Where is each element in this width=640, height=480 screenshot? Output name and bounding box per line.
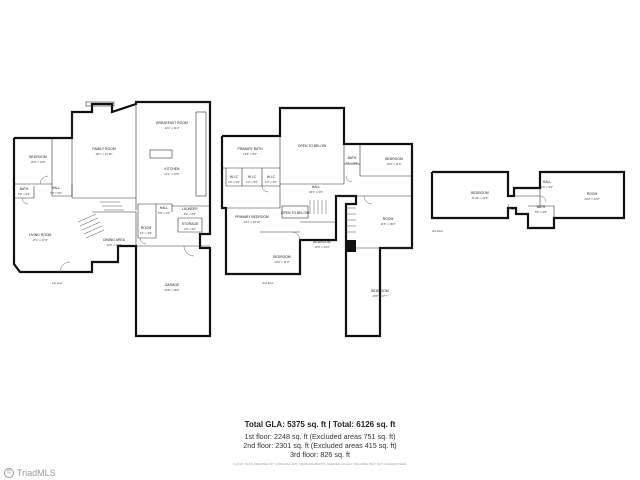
room-dimension: 20'1" x 9'6": [309, 190, 323, 194]
room-label: ROOM: [587, 192, 598, 196]
floor-label: 2nd floor: [262, 281, 274, 285]
second-floor-area: 2nd floor: 2301 sq. ft (Excluded areas 4…: [243, 441, 397, 450]
watermark-brand: © TriadMLS: [4, 468, 56, 478]
room-dimension: 4'0" x 5'6": [228, 180, 240, 184]
second-floor-plan: PRIMARY BATH 13'6" x 8'4" OPEN TO BELOW …: [220, 106, 414, 338]
room-label: BREAKFAST ROOM: [156, 121, 188, 125]
first-floor-stairs: [77, 201, 124, 239]
room-dimension: 20'4" x 13'0": [584, 197, 599, 201]
first-floor-plan: BEDROOM 14'6" x 13'0" FAMILY ROOM 18'1" …: [12, 100, 212, 338]
room-dimension: 8'0" x 4'8": [535, 210, 547, 214]
room-label: BEDROOM: [273, 255, 291, 259]
brand-name: TriadMLS: [17, 468, 56, 478]
room-dimension: 6'1" x 4'9": [140, 231, 152, 235]
room-label: OPEN TO BELOW: [281, 211, 310, 215]
room-label: HALL: [160, 206, 169, 210]
room-label: PRIMARY BEDROOM: [235, 215, 269, 219]
room-dimension: 14'0" x 14'3": [106, 243, 121, 247]
room-dimension: 4'4" x 5'6": [246, 180, 258, 184]
room-label: W.I.C: [267, 175, 276, 179]
room-label: FAMILY ROOM: [92, 147, 115, 151]
room-label: LAUNDRY: [182, 207, 199, 211]
room-label: BATH: [348, 156, 357, 160]
room-label: HALL: [543, 180, 552, 184]
room-label: PRIMARY BATH: [237, 147, 263, 151]
room-label: W.I.C: [230, 175, 239, 179]
room-dimension: 13'0" x 14'3": [314, 245, 329, 249]
third-floor-plan: BEDROOM 31'10" x 13'8" ROOM 20'4" x 13'0…: [430, 170, 626, 233]
room-dimension: 8'2" x 6'3": [184, 212, 196, 216]
room-label: OPEN TO BELOW: [298, 144, 327, 148]
second-floor-stairs: [309, 200, 356, 233]
room-dimension: 12'1" x 11'2": [164, 126, 179, 130]
room-dimension: 31'10" x 13'8": [472, 196, 489, 200]
room-dimension: 4'0" x 3'0": [541, 185, 553, 189]
room-label: GARAGE: [165, 283, 180, 287]
room-label: HALL: [312, 185, 321, 189]
room-dimension: 13'6" x 11'3": [274, 260, 289, 264]
floor-label: 1st floor: [52, 281, 63, 285]
room-label: BEDROOM: [313, 240, 331, 244]
room-label: ROOM: [383, 217, 394, 221]
room-dimension: 11'6" x 18'0": [380, 222, 395, 226]
room-dimension: 13'1" x 18'10": [244, 220, 261, 224]
room-dimension: 5'0" x 8'4": [18, 192, 30, 196]
room-dimension: 21'1" x 14'0": [164, 172, 179, 176]
room-dimension: 13'0" x 11'6": [386, 162, 401, 166]
room-label: BEDROOM: [471, 191, 489, 195]
third-floor-area: 3rd floor: 826 sq. ft: [290, 450, 350, 459]
room-label: BEDROOM: [385, 157, 403, 161]
room-label: STORAGE: [182, 222, 199, 226]
room-label: ROOM: [141, 226, 152, 230]
room-label: BATH: [537, 205, 546, 209]
room-label: BATH: [20, 187, 29, 191]
room-dimension: 4'6" x 3'0": [184, 227, 196, 231]
room-label: W.I.C: [248, 175, 257, 179]
room-label: HALL: [52, 186, 61, 190]
room-dimension: 18'1" x 21'10": [96, 152, 113, 156]
room-dimension: 20'8" x 27'7": [372, 294, 387, 298]
total-area-summary: Total GLA: 5375 sq. ft | Total: 6126 sq.…: [244, 420, 396, 429]
room-dimension: 17'1" x 17'0": [32, 238, 47, 242]
room-label: DINING AREA: [103, 238, 126, 242]
room-dimension: 20'8" x 28'0": [164, 288, 179, 292]
room-label: LIVING ROOM: [29, 233, 52, 237]
room-dimension: 14'6" x 13'0": [30, 160, 45, 164]
chimney-block: [345, 240, 356, 252]
room-dimension: 5'1" x 8'4": [346, 161, 358, 165]
floor-label: 3rd floor: [432, 229, 443, 233]
first-floor-area: 1st floor: 2248 sq. ft (Excluded areas 7…: [244, 432, 396, 441]
room-label: KITCHEN: [165, 167, 180, 171]
room-dimension: 5'8" x 3'4": [158, 211, 170, 215]
room-dimension: 13'6" x 8'4": [243, 152, 257, 156]
copyright-icon: ©: [4, 468, 14, 478]
room-label: BEDROOM: [29, 155, 47, 159]
room-label: BEDROOM: [371, 289, 389, 293]
room-dimension: 4'0" x 4'0": [265, 180, 277, 184]
disclaimer-text: FLOOR PLAN CREATED BY CUBICASA APP. MEAS…: [232, 462, 408, 466]
room-dimension: 7'4" x 5'0": [50, 191, 62, 195]
